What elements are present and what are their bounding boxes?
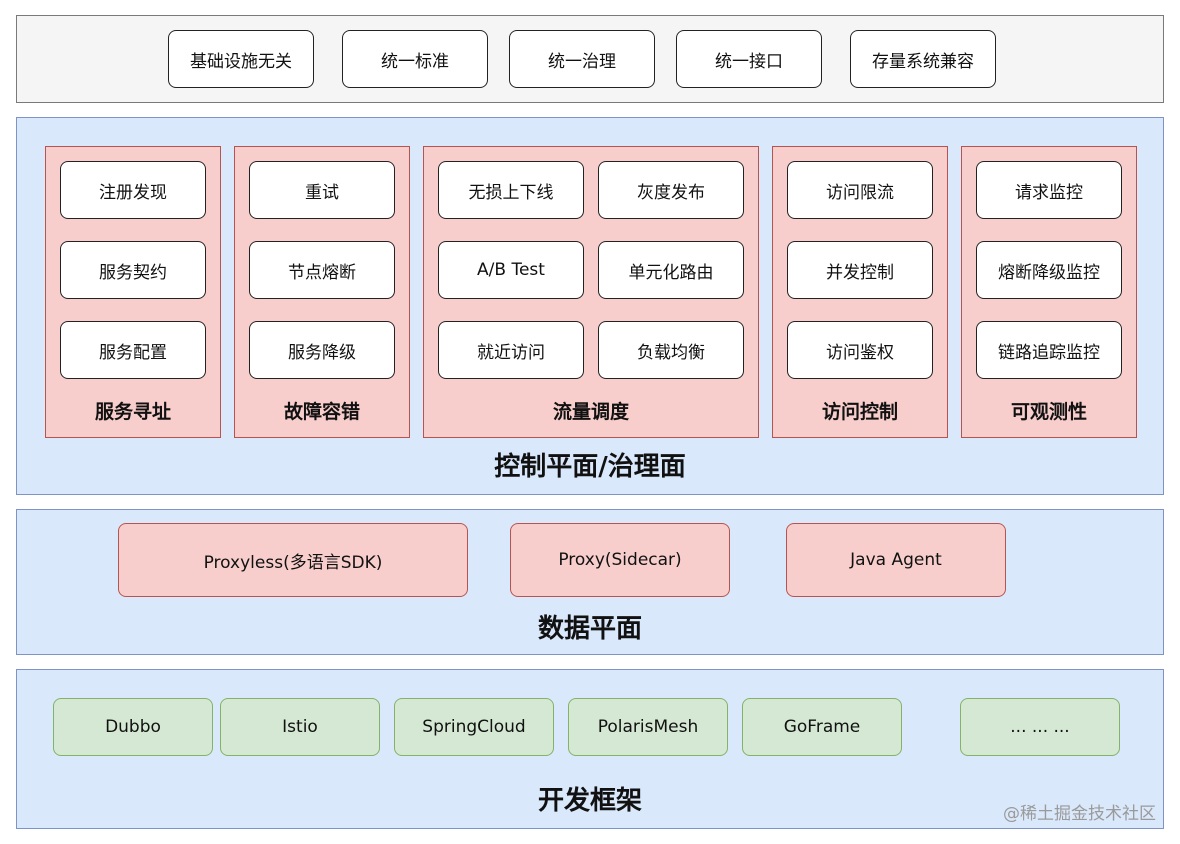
- data-plane-title: 数据平面: [537, 614, 642, 644]
- group-title: 服务寻址: [94, 401, 171, 423]
- item-request-monitor: 请求监控: [976, 161, 1122, 219]
- principle-unified-interface: 统一接口: [676, 30, 822, 88]
- item-nearby-access: 就近访问: [438, 321, 584, 379]
- item-concurrency-control: 并发控制: [787, 241, 933, 299]
- framework-istio: Istio: [220, 698, 380, 756]
- item-retry: 重试: [249, 161, 395, 219]
- item-lossless-online-offline: 无损上下线: [438, 161, 584, 219]
- group-fault-tolerance: 重试 节点熔断 服务降级 故障容错: [234, 146, 410, 438]
- group-access-control: 访问限流 并发控制 访问鉴权 访问控制: [772, 146, 948, 438]
- control-plane-title: 控制平面/治理面: [494, 452, 686, 482]
- data-plane-layer: Proxyless(多语言SDK) Proxy(Sidecar) Java Ag…: [16, 509, 1164, 655]
- item-trace-monitor: 链路追踪监控: [976, 321, 1122, 379]
- group-title: 访问控制: [821, 401, 898, 423]
- item-rate-limit: 访问限流: [787, 161, 933, 219]
- principle-unified-governance: 统一治理: [509, 30, 655, 88]
- item-circuit-degrade-monitor: 熔断降级监控: [976, 241, 1122, 299]
- item-node-circuit-break: 节点熔断: [249, 241, 395, 299]
- group-title: 故障容错: [283, 401, 360, 423]
- framework-goframe: GoFrame: [742, 698, 902, 756]
- group-observability: 请求监控 熔断降级监控 链路追踪监控 可观测性: [961, 146, 1137, 438]
- framework-springcloud: SpringCloud: [394, 698, 554, 756]
- data-plane-java-agent: Java Agent: [786, 523, 1006, 597]
- group-traffic-scheduling: 无损上下线 灰度发布 A/B Test 单元化路由 就近访问 负载均衡 流量调度: [423, 146, 759, 438]
- item-load-balancing: 负载均衡: [598, 321, 744, 379]
- item-ab-test: A/B Test: [438, 241, 584, 299]
- framework-layer: Dubbo Istio SpringCloud PolarisMesh GoFr…: [16, 669, 1164, 829]
- item-registry-discovery: 注册发现: [60, 161, 206, 219]
- item-unit-routing: 单元化路由: [598, 241, 744, 299]
- group-title: 可观测性: [1010, 401, 1087, 423]
- principle-legacy-compatibility: 存量系统兼容: [850, 30, 996, 88]
- framework-title: 开发框架: [537, 786, 642, 816]
- watermark: @稀土掘金技术社区: [1003, 804, 1156, 824]
- data-plane-proxy-sidecar: Proxy(Sidecar): [510, 523, 730, 597]
- control-plane-layer: 注册发现 服务契约 服务配置 服务寻址 重试 节点熔断 服务降级 故障容错 无损…: [16, 117, 1164, 495]
- data-plane-proxyless: Proxyless(多语言SDK): [118, 523, 468, 597]
- framework-polarismesh: PolarisMesh: [568, 698, 728, 756]
- principle-infrastructure-agnostic: 基础设施无关: [168, 30, 314, 88]
- principle-unified-standard: 统一标准: [342, 30, 488, 88]
- group-title: 流量调度: [552, 401, 629, 423]
- item-service-contract: 服务契约: [60, 241, 206, 299]
- principles-layer: 基础设施无关 统一标准 统一治理 统一接口 存量系统兼容: [16, 15, 1164, 103]
- item-service-config: 服务配置: [60, 321, 206, 379]
- group-service-addressing: 注册发现 服务契约 服务配置 服务寻址: [45, 146, 221, 438]
- item-gray-release: 灰度发布: [598, 161, 744, 219]
- item-service-degrade: 服务降级: [249, 321, 395, 379]
- item-access-auth: 访问鉴权: [787, 321, 933, 379]
- framework-dubbo: Dubbo: [53, 698, 213, 756]
- framework-more: ... ... ...: [960, 698, 1120, 756]
